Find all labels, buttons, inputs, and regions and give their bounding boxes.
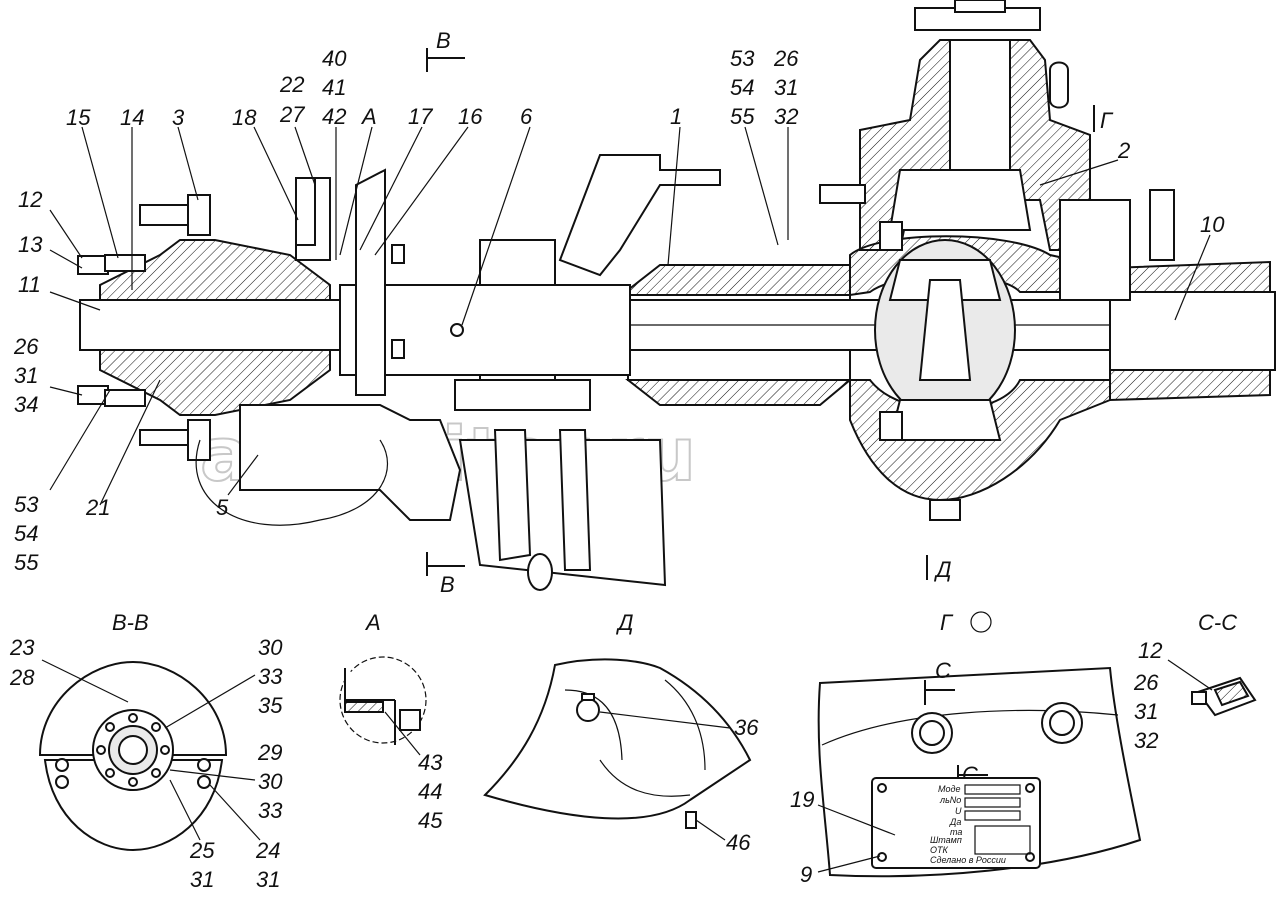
label-53-left: 53 [14, 492, 39, 517]
plate-text-u: U [955, 806, 962, 816]
label-22: 22 [279, 72, 304, 97]
label-41: 41 [322, 75, 346, 100]
label-16: 16 [458, 104, 483, 129]
label-27: 27 [279, 102, 305, 127]
d-label-46: 46 [726, 830, 751, 855]
cc-label-26: 26 [1133, 670, 1159, 695]
plate-text-date1: Да [949, 817, 961, 827]
plate-text-made-in: Сделано в России [930, 855, 1006, 865]
vv-label-30-bottom: 30 [258, 769, 283, 794]
section-mark-B-bottom: В [440, 572, 455, 597]
label-A: А [360, 104, 377, 129]
label-2: 2 [1117, 138, 1130, 163]
view-d-title: Д [615, 610, 634, 635]
a-label-44: 44 [418, 779, 442, 804]
label-5: 5 [216, 495, 229, 520]
plate-text-otk: ОТК [930, 845, 948, 855]
nameplate: Моде льNo U Да та Штамп ОТК Сделано в Ро… [871, 777, 1041, 869]
view-vv: В-В 23 28 30 33 35 29 30 33 25 31 [9, 610, 283, 892]
vv-label-24: 24 [255, 838, 280, 863]
vv-label-29: 29 [257, 740, 282, 765]
label-54-left: 54 [14, 521, 38, 546]
view-a: А 43 44 45 [339, 610, 443, 833]
d-label-36: 36 [734, 715, 759, 740]
vv-label-30-top: 30 [258, 635, 283, 660]
a-label-45: 45 [418, 808, 443, 833]
vv-label-28: 28 [9, 665, 35, 690]
vv-label-31-b: 31 [256, 867, 280, 892]
vv-label-31-a: 31 [190, 867, 214, 892]
label-11: 11 [18, 272, 41, 297]
view-mark-D: Д [933, 557, 952, 582]
plate-text-date2: та [950, 827, 962, 837]
main-axle-view: 15 14 3 18 22 27 40 41 42 А 17 16 6 1 53… [13, 0, 1276, 597]
g-label-19: 19 [790, 787, 814, 812]
label-55-left: 55 [14, 550, 39, 575]
label-17: 17 [408, 104, 433, 129]
label-55-right: 55 [730, 104, 755, 129]
label-31-left: 31 [14, 363, 38, 388]
label-34: 34 [14, 392, 38, 417]
plate-text-number: льNo [939, 795, 961, 805]
label-32-right: 32 [774, 104, 798, 129]
label-53-right: 53 [730, 46, 755, 71]
cc-label-32: 32 [1134, 728, 1158, 753]
cc-label-12: 12 [1138, 638, 1162, 663]
g-bolt-left [911, 712, 953, 754]
label-31-right: 31 [774, 75, 798, 100]
vv-label-23: 23 [9, 635, 35, 660]
label-54-right: 54 [730, 75, 754, 100]
view-g: Г С С Моде льNo U [790, 610, 1142, 887]
label-3: 3 [172, 105, 185, 130]
label-26-right: 26 [773, 46, 799, 71]
section-mark-B-top: В [436, 28, 451, 53]
label-13: 13 [18, 232, 43, 257]
vv-label-33-bottom: 33 [258, 798, 283, 823]
view-g-title: Г [940, 610, 954, 635]
label-21: 21 [85, 495, 110, 520]
g-section-C-top: С [935, 658, 951, 683]
view-a-title: А [364, 610, 381, 635]
g-label-9: 9 [800, 862, 812, 887]
vv-label-33-top: 33 [258, 664, 283, 689]
view-vv-title: В-В [112, 610, 149, 635]
label-42: 42 [322, 104, 346, 129]
view-cc: С-С 12 26 31 32 [1133, 610, 1257, 753]
label-1: 1 [670, 104, 682, 129]
label-10: 10 [1200, 212, 1225, 237]
cc-label-31: 31 [1134, 699, 1158, 724]
view-cc-title: С-С [1198, 610, 1237, 635]
a-label-43: 43 [418, 750, 443, 775]
label-40: 40 [322, 46, 347, 71]
label-12: 12 [18, 187, 42, 212]
label-18: 18 [232, 105, 257, 130]
g-bolt-right [1041, 702, 1083, 744]
vv-label-25: 25 [189, 838, 215, 863]
label-6: 6 [520, 104, 533, 129]
label-15: 15 [66, 105, 91, 130]
label-26-left: 26 [13, 334, 39, 359]
label-14: 14 [120, 105, 144, 130]
label-G-arrow: Г [1100, 108, 1114, 133]
plate-text-stamp: Штамп [930, 835, 962, 845]
view-d: Д 36 46 [483, 610, 759, 855]
plate-text-model: Моде [938, 784, 960, 794]
vv-label-35: 35 [258, 693, 283, 718]
